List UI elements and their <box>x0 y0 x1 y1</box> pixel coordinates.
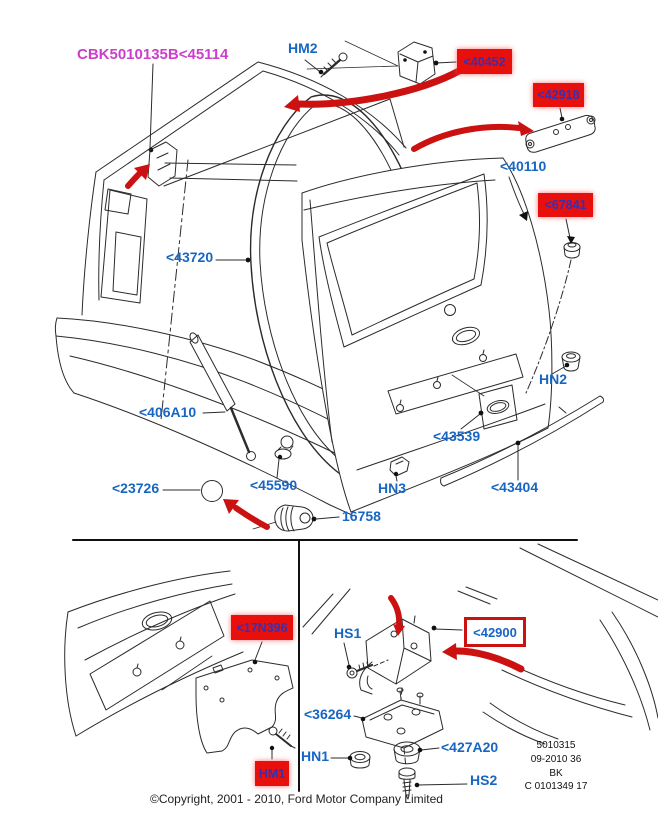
part-label-40452-highlighted[interactable]: <40452 <box>457 49 512 74</box>
red-arrow-latch-left <box>442 643 525 673</box>
car-body-sketch <box>54 61 407 516</box>
damper-16758 <box>252 504 340 532</box>
screw-hm2 <box>304 52 348 78</box>
part-label-45114[interactable]: CBK5010135B<45114 <box>77 46 229 63</box>
part-label-406a10[interactable]: <406A10 <box>139 404 197 420</box>
spacer-427a20 <box>393 741 440 765</box>
part-label-42918-highlighted[interactable]: <42918 <box>533 83 584 107</box>
liftgate-lower-sketch <box>64 570 244 737</box>
red-arrow-plug <box>223 499 270 530</box>
part-label-42900-highlighted[interactable]: <42900 <box>464 617 526 647</box>
nut-hn2 <box>551 351 581 375</box>
antenna-42918 <box>525 107 596 153</box>
screw-hs1 <box>343 642 389 679</box>
screw-hm1 <box>268 726 296 760</box>
part-label-hm2[interactable]: HM2 <box>288 40 318 56</box>
stamp-date: 09-2010 36 <box>530 753 582 765</box>
grommet-45590 <box>274 435 294 479</box>
part-label-hm1-highlighted[interactable]: HM1 <box>255 761 289 786</box>
stamp-code: BK <box>549 767 563 779</box>
part-label-43720[interactable]: <43720 <box>166 249 214 265</box>
bracket-40452 <box>306 40 457 85</box>
part-label-45590[interactable]: <45590 <box>250 477 298 493</box>
screw-hs2 <box>398 767 468 800</box>
body-section-sketch <box>302 543 658 745</box>
copyright-notice: ©Copyright, 2001 - 2010, Ford Motor Comp… <box>150 792 443 806</box>
part-label-40110[interactable]: <40110 <box>500 158 547 174</box>
part-label-hs2[interactable]: HS2 <box>470 772 498 788</box>
part-label-hn2[interactable]: HN2 <box>539 371 568 387</box>
stamp-number: 5010315 <box>536 740 576 751</box>
part-label-17n396-highlighted[interactable]: <17N396 <box>231 615 293 640</box>
part-label-16758[interactable]: 16758 <box>342 508 381 524</box>
red-arrow-antenna <box>411 121 534 152</box>
part-label-hs1[interactable]: HS1 <box>334 625 362 641</box>
handle-plinth-43539 <box>451 374 518 430</box>
part-label-hn3[interactable]: HN3 <box>378 480 407 496</box>
hinge-45114 <box>147 63 178 187</box>
part-label-36264[interactable]: <36264 <box>304 706 352 722</box>
clip-hn3 <box>389 456 410 482</box>
red-arrow-hinge <box>125 164 150 189</box>
bracket-17n396 <box>195 641 294 754</box>
stamp-revision: C 0101349 17 <box>524 781 588 793</box>
part-label-43404[interactable]: <43404 <box>491 479 539 495</box>
part-label-67841-highlighted[interactable]: <67841 <box>538 193 593 217</box>
drawing-stamp: 5010315 09-2010 36 BK C 0101349 17 <box>500 739 612 794</box>
striker-36264 <box>353 687 444 749</box>
part-label-427a20[interactable]: <427A20 <box>441 739 499 755</box>
plug-23726 <box>162 480 223 502</box>
applique-43404 <box>440 395 605 487</box>
section-dividers <box>72 539 578 792</box>
liftgate-40110 <box>301 157 553 513</box>
stud-67841 <box>525 218 581 394</box>
red-arrows <box>125 67 534 673</box>
part-label-43539[interactable]: <43539 <box>433 428 481 444</box>
nut-hn1 <box>330 751 371 769</box>
part-label-hn1[interactable]: HN1 <box>301 748 330 764</box>
red-arrow-roof <box>284 67 463 112</box>
gas-strut-406a10 <box>189 332 256 461</box>
red-arrow-latch-down <box>388 595 405 636</box>
part-label-23726[interactable]: <23726 <box>112 480 160 496</box>
